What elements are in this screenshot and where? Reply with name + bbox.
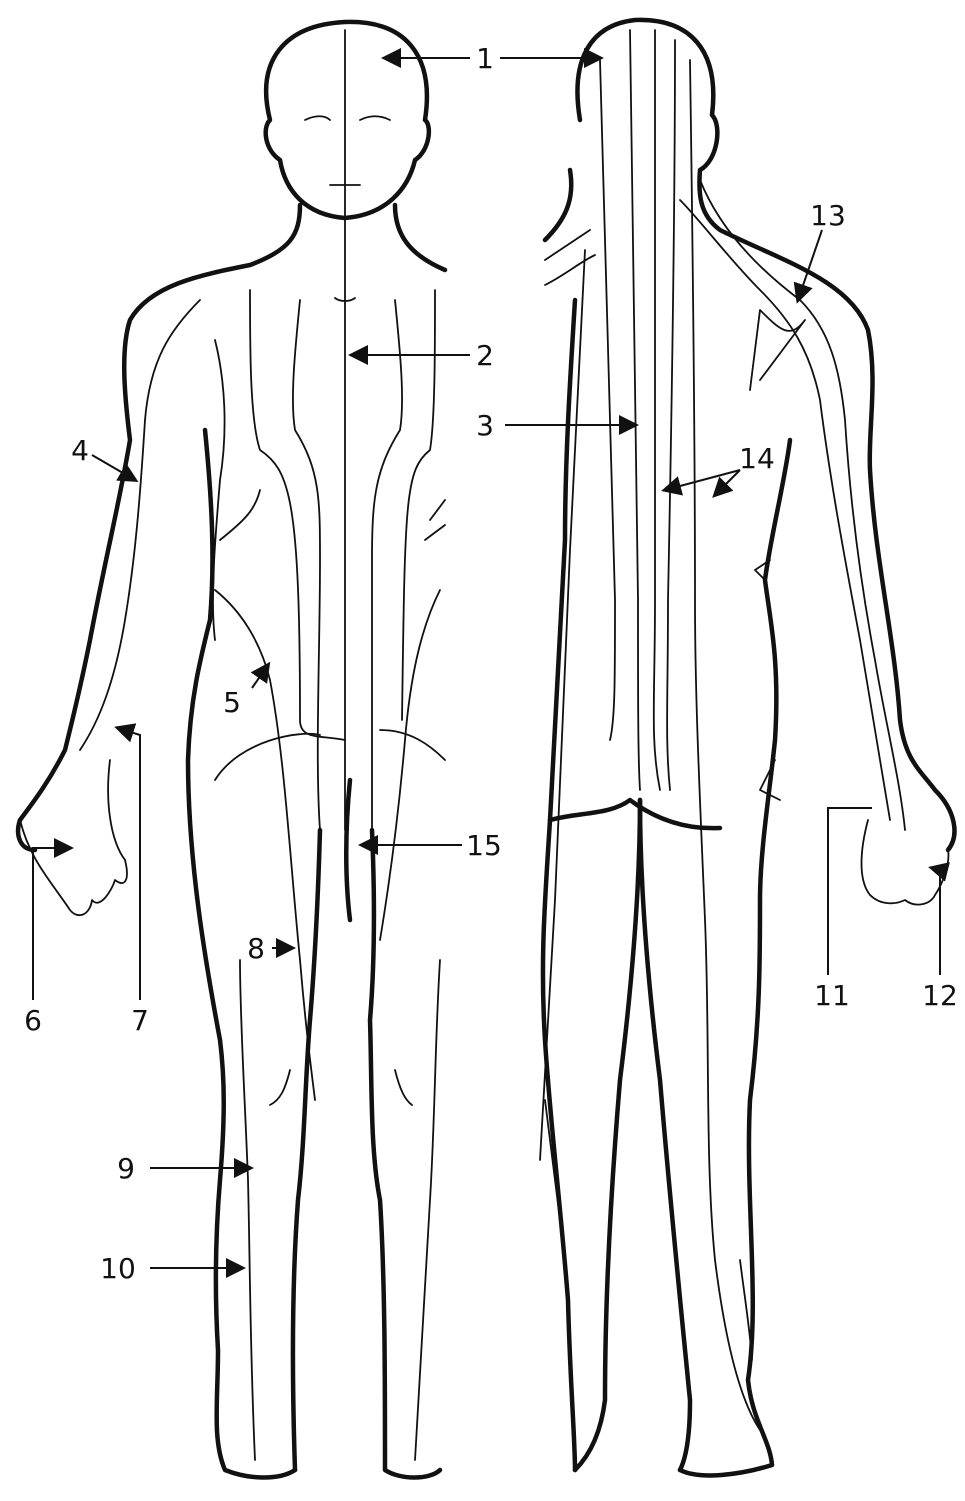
label-4: 4 — [71, 434, 89, 467]
leader-6 — [33, 848, 70, 1000]
label-12: 12 — [922, 979, 958, 1012]
label-7: 7 — [131, 1004, 149, 1037]
front-figure — [18, 22, 445, 1478]
label-13: 13 — [810, 199, 846, 232]
back-figure — [540, 20, 954, 1476]
label-8: 8 — [247, 932, 265, 965]
label-10: 10 — [100, 1252, 136, 1285]
leader-7 — [118, 728, 140, 1000]
label-9: 9 — [117, 1152, 135, 1185]
label-1: 1 — [476, 42, 494, 75]
label-2: 2 — [476, 339, 494, 372]
label-3: 3 — [476, 409, 494, 442]
label-6: 6 — [24, 1004, 42, 1037]
leader-13 — [798, 230, 822, 300]
leader-12 — [932, 868, 940, 975]
label-15: 15 — [466, 829, 502, 862]
label-5: 5 — [223, 686, 241, 719]
labels: 1 2 3 4 5 6 7 8 9 10 11 12 13 — [24, 42, 958, 1285]
label-14: 14 — [739, 442, 775, 475]
label-11: 11 — [814, 979, 850, 1012]
leader-5 — [252, 665, 268, 688]
